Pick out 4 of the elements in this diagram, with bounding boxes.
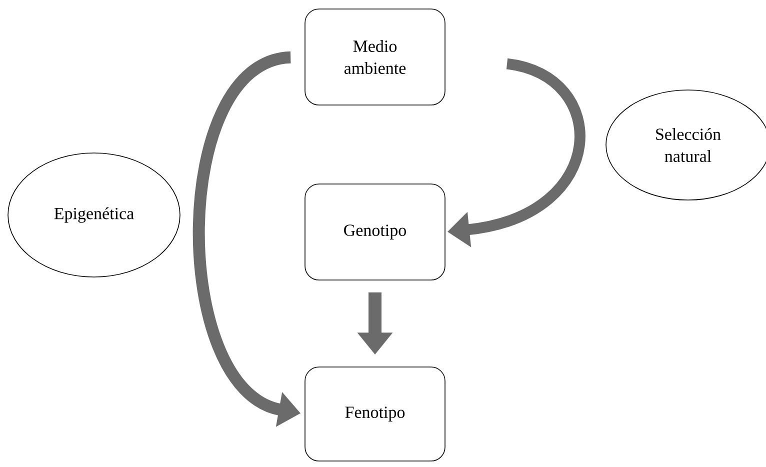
process-box: Fenotipo — [304, 366, 446, 462]
ellipse-node: Epigenética — [8, 152, 180, 278]
process-box: Medio ambiente — [304, 8, 446, 106]
process-box: Genotipo — [304, 184, 446, 280]
